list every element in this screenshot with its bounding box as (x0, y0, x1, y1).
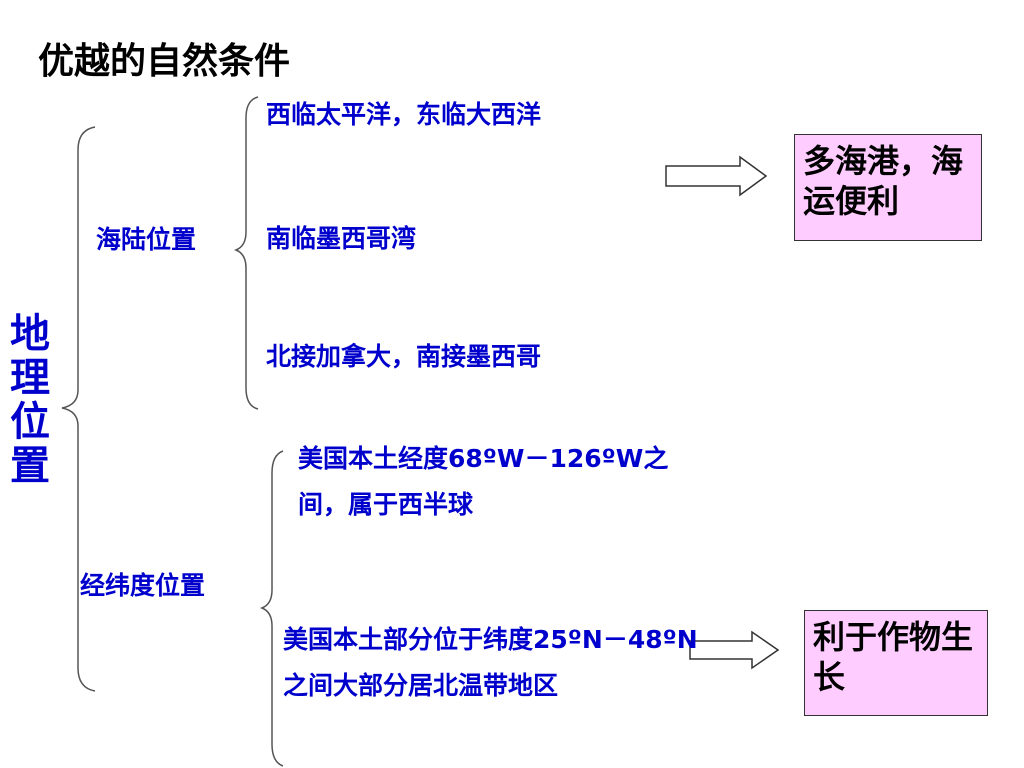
jingwei-item-1: 美国本土经度68ºW－126ºW之间，属于西半球 (298, 444, 669, 519)
haillu-item-1: 西临太平洋，东临大西洋 (266, 100, 542, 129)
brace-haillu-icon (233, 96, 259, 410)
root-label: 地理位置 (10, 311, 50, 489)
arrow-right-hollow-icon (689, 630, 780, 670)
branch-label-haillu: 海陆位置 (96, 225, 197, 254)
haillu-item-3: 北接加拿大，南接墨西哥 (266, 342, 542, 371)
result-box-haigang: 多海港，海运便利 (794, 134, 982, 241)
brace-root-icon (61, 126, 96, 692)
arrow-right-hollow-icon (665, 155, 768, 197)
page-title: 优越的自然条件 (38, 41, 291, 82)
jingwei-item-2: 美国本土部分位于纬度25ºN－48ºN之间大部分居北温带地区 (283, 625, 698, 700)
branch-label-jingwei: 经纬度位置 (80, 571, 206, 600)
result-box-zuowu: 利于作物生长 (804, 610, 988, 716)
haillu-item-2: 南临墨西哥湾 (266, 224, 417, 253)
brace-jingwei-icon (259, 450, 284, 767)
